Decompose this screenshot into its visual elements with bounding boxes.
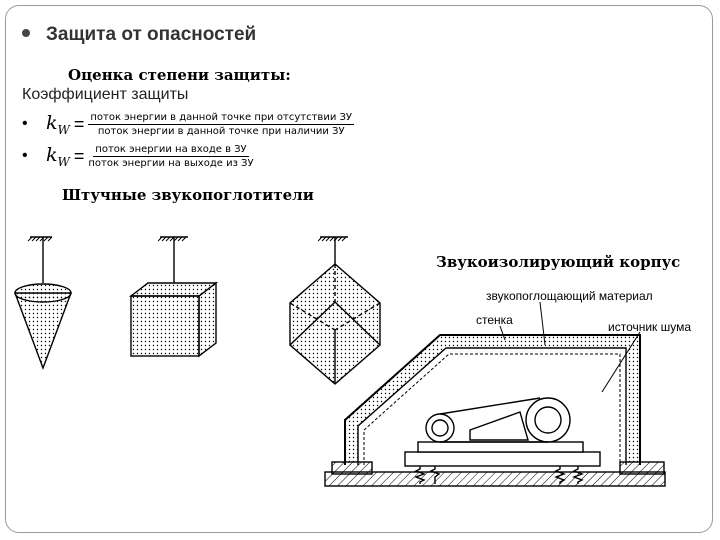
formula-fraction: поток энергии на входе в ЗУ поток энерги… <box>88 143 254 169</box>
bullet-icon <box>22 28 30 37</box>
cone-absorber-drawing <box>13 236 73 371</box>
housing-heading: Звукоизолирующий корпус <box>436 253 681 271</box>
slide-title: Защита от опасностей <box>22 24 256 46</box>
formula-row-1: • kW = поток энергии в данной точке при … <box>22 111 355 137</box>
formula-symbol: kW <box>46 111 70 137</box>
source-label: источник шума <box>608 320 692 334</box>
absorbers-heading: Штучные звукопоглотители <box>62 186 314 204</box>
formula-row-2: • kW = поток энергии на входе в ЗУ поток… <box>22 143 254 169</box>
polyhedron-absorber-drawing <box>289 236 381 385</box>
material-label: звукопоглощающий материал <box>486 289 653 303</box>
section-heading: Оценка степени защиты: <box>68 66 291 84</box>
slide-frame <box>5 5 713 533</box>
housing-drawing <box>324 301 666 487</box>
wall-label: стенка <box>476 313 513 327</box>
cube-absorber-drawing <box>128 236 219 358</box>
formula-fraction: поток энергии в данной точке при отсутст… <box>88 111 355 137</box>
formula-symbol: kW <box>46 143 70 169</box>
coefficient-label: Коэффициент защиты <box>22 86 189 103</box>
